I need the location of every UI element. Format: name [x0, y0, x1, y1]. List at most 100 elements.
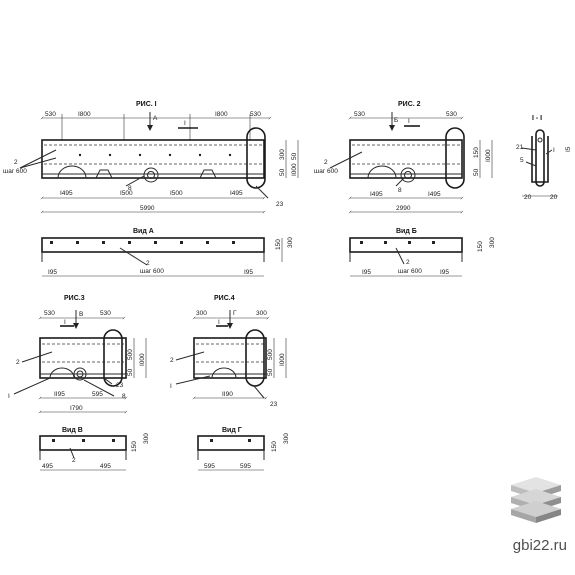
- fig2-view-dim-h2: 300: [489, 237, 496, 248]
- fig4-end-opening: [245, 329, 265, 387]
- section-callout-21: 21: [516, 144, 524, 151]
- fig2-right-dim-1: 150: [473, 147, 480, 158]
- fig1-dim-top-3: I800: [215, 111, 228, 118]
- fig3-view-arrow: В: [79, 311, 83, 318]
- fig4-slab: [193, 337, 267, 379]
- fig1-view-dim-h1: 150: [275, 239, 282, 250]
- fig2-view-callout-2: 2: [406, 259, 410, 266]
- fig2-callout-2: 2: [324, 159, 328, 166]
- fig1-total-length: 5990: [140, 205, 155, 212]
- fig3-callout-8: 8: [122, 393, 126, 400]
- fig2-view-slab: [349, 237, 463, 253]
- fig4-right-dim-1: 500: [267, 349, 274, 360]
- fig4-right-dim-2: 50: [267, 368, 274, 376]
- fig1-title: РИС. I: [136, 101, 157, 108]
- fig3-dim-bottom-2: 595: [92, 391, 103, 398]
- fig1-dim-top-1: 530: [45, 111, 56, 118]
- fig1-dim-bottom-1: I495: [60, 190, 73, 197]
- fig3-section-mark: I: [64, 319, 66, 326]
- fig2-view-dim-right: I95: [440, 269, 449, 276]
- fig1-dim-bottom-3: I500: [170, 190, 183, 197]
- fig3-callout-23: 23: [116, 382, 124, 389]
- fig1-view-slab: [41, 237, 265, 253]
- fig2-title: РИС. 2: [398, 101, 421, 108]
- fig2-dim-bottom-2: I495: [428, 191, 441, 198]
- fig4-dim-bottom-1: II90: [222, 391, 233, 398]
- fig2-dim-bottom-1: I495: [370, 191, 383, 198]
- fig3-right-dim-2: 50: [127, 368, 134, 376]
- fig1-dim-top-2: I800: [78, 111, 91, 118]
- fig3-callout-i: I: [8, 393, 10, 400]
- fig4-view-arrow: Г: [233, 310, 237, 317]
- fig4-view-dim-right: 595: [240, 463, 251, 470]
- fig2-right-dim-3: I000: [485, 149, 492, 162]
- fig1-view-callout-2: 2: [146, 260, 150, 267]
- fig2-total-length: 2990: [396, 205, 411, 212]
- fig1-callout-8: 8: [128, 185, 132, 192]
- fig1-view-dim-h2: 300: [287, 237, 294, 248]
- section-callout-i: I: [553, 147, 555, 154]
- section-title: I - I: [532, 115, 542, 122]
- figure-2: РИС. 2 530 530 Б I 150 50 I000 2 шаг 600…: [314, 101, 496, 277]
- figure-1: РИС. I 530 I800 I800 530 A I: [3, 101, 299, 277]
- fig1-dim-bottom-2: I500: [120, 190, 133, 197]
- figure-4: РИС.4 300 300 Г I 500 50 I000 2 I 23 II9…: [170, 295, 290, 471]
- section-dim-right: 20: [550, 194, 558, 201]
- fig2-view-loops: [360, 241, 435, 244]
- fig3-end-opening: [103, 329, 123, 387]
- fig4-right-dim-3: I000: [279, 353, 286, 366]
- fig1-dim-top-4: 530: [250, 111, 261, 118]
- fig4-view-loops: [210, 439, 251, 442]
- fig1-section-mark: I: [184, 120, 186, 127]
- fig4-view-dim-left: 595: [204, 463, 215, 470]
- site-name: gbi22.ru: [512, 537, 567, 554]
- fig1-right-dim-2: 50: [279, 168, 286, 176]
- fig1-view-dim-left: I95: [48, 269, 57, 276]
- fig1-right-dim-4: I000: [291, 163, 298, 176]
- fig4-dim-top-1: 300: [196, 310, 207, 317]
- section-i-i: I - I 21 I 5 I5 20 20: [516, 115, 572, 201]
- fig1-end-opening: [246, 127, 266, 189]
- section-callout-5: 5: [520, 157, 524, 164]
- fig3-view-loops: [52, 439, 115, 442]
- fig3-title: РИС.3: [64, 295, 85, 302]
- fig3-right-dim-1: 500: [127, 349, 134, 360]
- fig2-section-mark: I: [408, 118, 410, 125]
- fig3-dim-bottom-1: II95: [54, 391, 65, 398]
- fig2-dim-top-2: 530: [446, 111, 457, 118]
- fig1-callout-step: шаг 600: [3, 168, 27, 175]
- fig1-right-dim-3: 50: [291, 152, 298, 160]
- fig4-dim-top-2: 300: [256, 310, 267, 317]
- fig4-title: РИС.4: [214, 295, 235, 302]
- fig3-callout-2: 2: [16, 359, 20, 366]
- fig3-slab: [39, 337, 127, 379]
- fig2-view-dim-h1: 150: [477, 241, 484, 252]
- fig1-callout-2: 2: [14, 159, 18, 166]
- fig1-callout-23: 23: [276, 201, 284, 208]
- fig4-view-title: Вид Г: [222, 427, 242, 434]
- fig1-view-loops: [50, 241, 235, 244]
- fig4-view-dim-h1: 150: [271, 441, 278, 452]
- fig3-view-dim-left: 495: [42, 463, 53, 470]
- fig1-rebar-dots: [78, 153, 232, 157]
- section-dim-left: 20: [524, 194, 532, 201]
- fig1-right-dim-1: 300: [279, 149, 286, 160]
- fig2-view-callout-step: шаг 600: [398, 268, 422, 275]
- fig3-view-dim-h2: 300: [143, 433, 150, 444]
- fig2-view-title: Вид Б: [396, 228, 417, 235]
- fig1-view-dim-right: I95: [244, 269, 253, 276]
- fig4-callout-2: 2: [170, 357, 174, 364]
- fig2-dim-top-1: 530: [354, 111, 365, 118]
- fig4-view-dim-h2: 300: [283, 433, 290, 444]
- fig3-view-title: Вид В: [62, 427, 83, 434]
- fig3-right-dim-3: I000: [139, 353, 146, 366]
- fig1-view-title: Вид А: [133, 228, 154, 235]
- fig1-dim-bottom-4: I495: [230, 190, 243, 197]
- fig3-view-dim-right: 495: [100, 463, 111, 470]
- fig3-view-slab: [39, 435, 127, 451]
- fig1-view-callout-step: шаг 600: [140, 268, 164, 275]
- fig4-callout-i: I: [170, 383, 172, 390]
- fig3-dim-top-2: 530: [100, 310, 111, 317]
- slab-stack-logo-icon: [511, 477, 561, 523]
